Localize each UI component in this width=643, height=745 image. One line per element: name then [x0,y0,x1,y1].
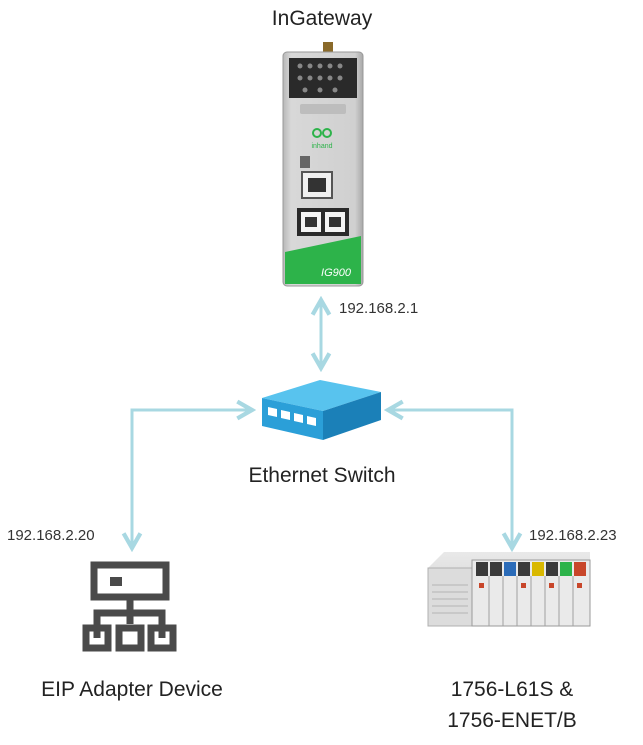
adapter-title: EIP Adapter Device [41,678,223,701]
adapter-ip-label: 192.168.2.20 [7,527,95,544]
switch-title: Ethernet Switch [248,464,396,487]
svg-text:IG900: IG900 [321,267,352,279]
switch-plc-link [388,410,512,548]
inhand-logo [312,128,332,138]
plc-title-line1: 1756-L61S & [450,678,574,701]
adapter-network-icon [82,561,177,652]
adapter-led [110,577,122,586]
ethernet-switch-icon [262,380,381,477]
connectors [132,300,512,548]
gateway-device: inhand IG900 [282,42,364,287]
svg-text:inhand: inhand [311,143,332,150]
plc-ip-label: 192.168.2.23 [529,527,617,544]
switch-adapter-link [132,410,252,548]
gateway-title: InGateway [271,7,373,30]
plc-rack [427,552,591,627]
gateway-ip-label: 192.168.2.1 [339,300,419,317]
plc-title-line2: 1756-ENET/B [447,709,577,732]
